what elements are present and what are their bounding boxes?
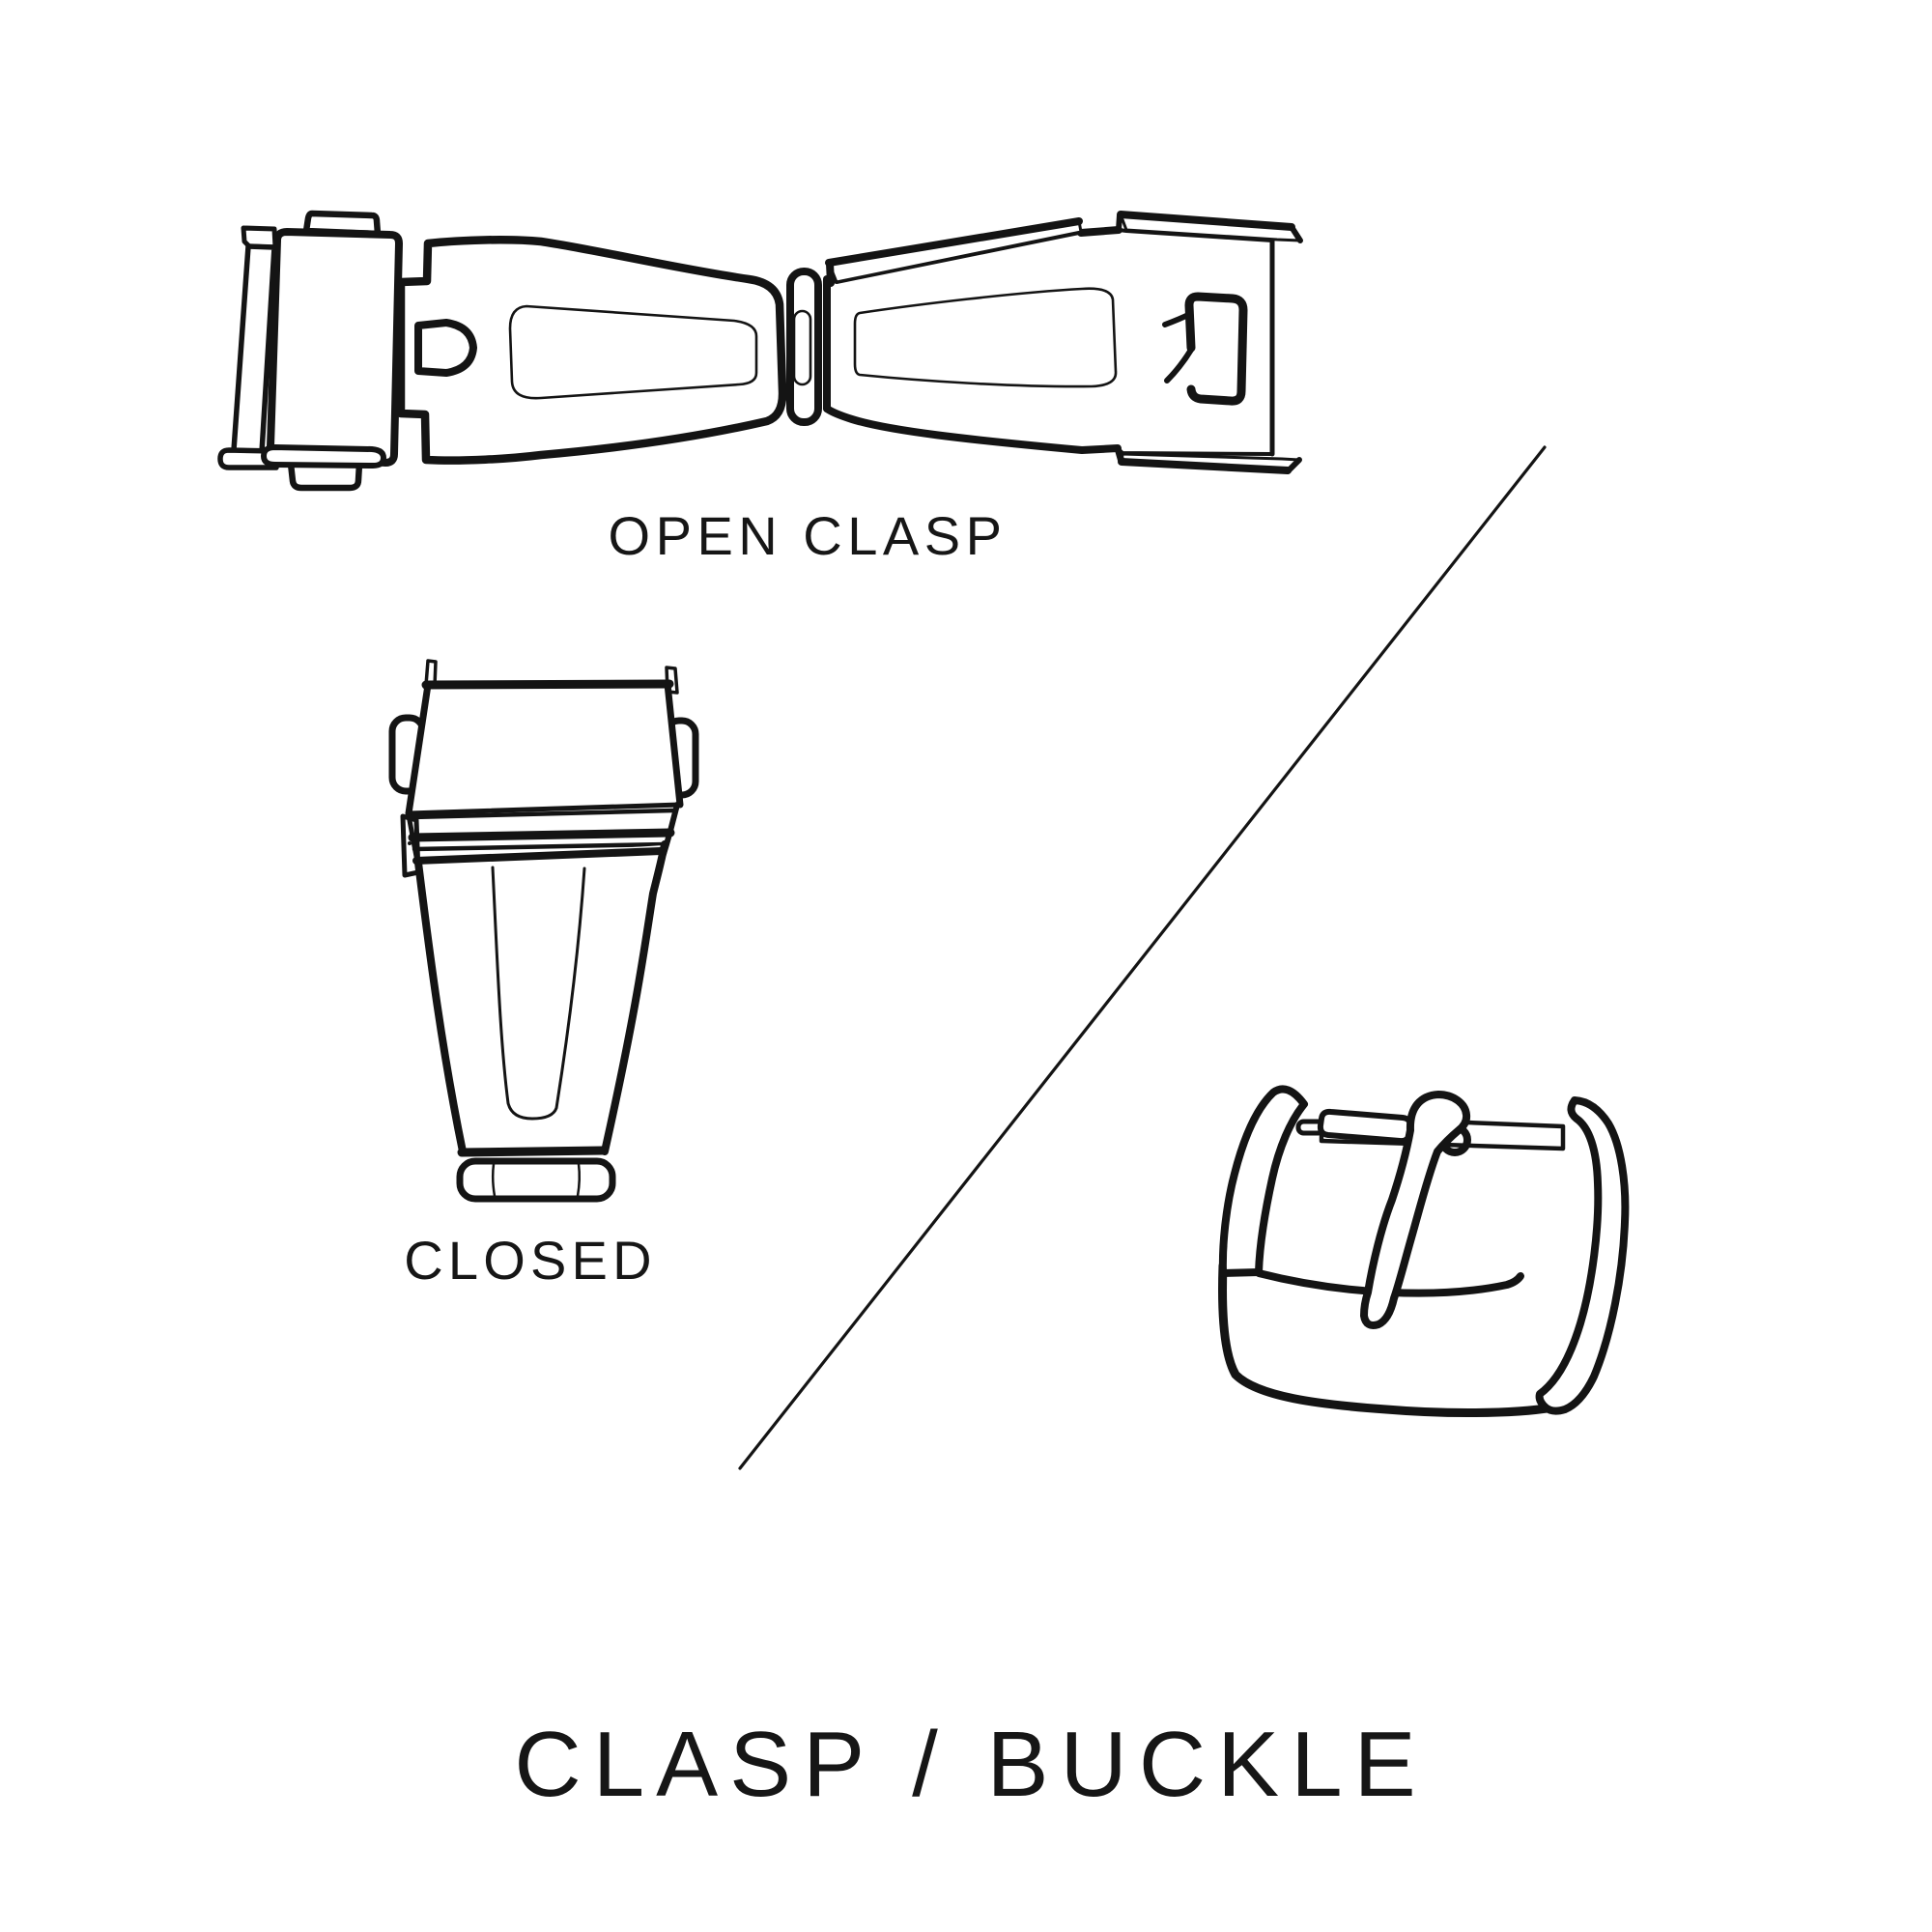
svg-text:OPEN CLASP: OPEN CLASP [609, 505, 1008, 566]
svg-text:CLOSED: CLOSED [404, 1230, 657, 1291]
svg-text:CLASP / BUCKLE: CLASP / BUCKLE [514, 1713, 1427, 1816]
